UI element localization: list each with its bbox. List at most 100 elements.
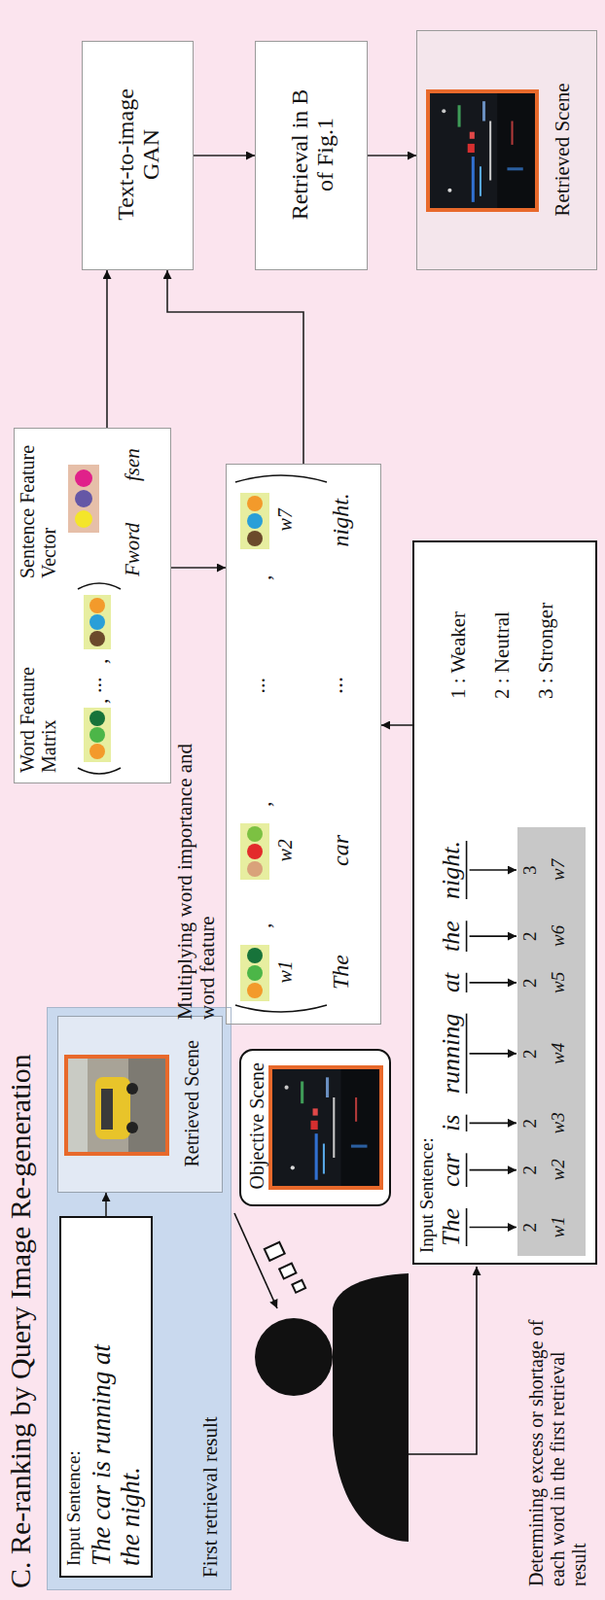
sentence-vector — [68, 464, 100, 534]
word-arrow — [469, 1170, 517, 1173]
person-silhouette — [254, 1274, 409, 1543]
box-fill — [57, 1016, 223, 1194]
node-text: running — [437, 1014, 466, 1095]
importance-value: 2 — [520, 932, 541, 943]
leader-arrow — [408, 1267, 477, 1456]
feature-box: Word Feature Matrix,..., Fword Sentence Fe… — [13, 427, 172, 784]
scene-photo — [427, 91, 537, 211]
word-arrow — [469, 1123, 517, 1126]
flow-arrow — [106, 270, 108, 428]
word-arrow — [469, 1053, 517, 1056]
result-panel: First retrieval result Input Sentence:The… — [46, 1007, 232, 1592]
importance-value: 2 — [520, 979, 541, 990]
importance-value: w6 — [548, 925, 570, 948]
importance-value: w1 — [548, 1216, 570, 1239]
box-fill — [412, 540, 598, 1266]
node-text: 1 : Weaker — [447, 611, 470, 700]
note-text: Determining excess or shortage of each w… — [525, 1319, 590, 1588]
node-text: , — [251, 924, 276, 930]
node-text: the — [437, 921, 466, 953]
importance-value: 2 — [520, 1223, 541, 1234]
figure-title: C. Re-ranking by Query Image Re-generati… — [3, 1054, 36, 1590]
word-underline — [465, 1014, 468, 1095]
node-text: , — [251, 802, 276, 809]
node-text: ... — [321, 676, 348, 695]
node-text: 2 : Neutral — [491, 611, 514, 700]
node-text: 3 : Stronger — [534, 603, 558, 700]
sentence-box: Input Sentence:The car is running at the… — [59, 1216, 153, 1579]
node-text: night. — [437, 841, 466, 900]
word-arrow — [469, 869, 517, 872]
flow-arrow — [193, 154, 255, 157]
node-text: night. — [327, 493, 354, 547]
box-fill — [46, 1007, 232, 1592]
box-fill — [254, 40, 368, 271]
objective-box: Objective Scene — [239, 1049, 392, 1208]
node-text: , — [88, 659, 112, 666]
word-underline — [465, 841, 468, 900]
process-box: Retrieval in B of Fig.1 — [254, 40, 368, 271]
node-text: Input Sentence: — [417, 1138, 438, 1254]
node-text: The car is running at the night. — [87, 1333, 145, 1567]
word-underline — [465, 1209, 468, 1247]
importance-box: Input Sentence:The car is running at the night… — [412, 540, 598, 1266]
process-box: Text-to-image GAN — [81, 40, 194, 271]
node-text: , — [88, 699, 112, 706]
node-text: Fword — [121, 523, 144, 577]
importance-value: w4 — [548, 1043, 570, 1066]
flow-arrow — [381, 724, 413, 727]
flow-arrow — [105, 1193, 107, 1217]
importance-value: w5 — [548, 972, 570, 995]
importance-value: w7 — [548, 859, 570, 882]
node-text: Retrieved Scene — [551, 82, 574, 216]
word-underline — [465, 921, 468, 953]
importance-band: 2222223w1w2w3w4w5w6w7 — [517, 827, 586, 1257]
node-text: w2 — [274, 839, 296, 862]
node-text: car — [437, 1153, 466, 1188]
scene-photo — [270, 1067, 382, 1189]
flow-arrow — [167, 270, 304, 464]
node-text: fsen — [121, 448, 144, 482]
scene-box: Retrieved Scene — [416, 30, 598, 271]
node-text: First retrieval result — [199, 1417, 222, 1579]
flow-arrow — [171, 567, 226, 570]
box-fill — [59, 1216, 153, 1579]
node-text: Multiplying word importance and word fea… — [174, 743, 219, 1021]
importance-value: 3 — [520, 866, 541, 877]
node-text: Retrieval in B of Fig.1 — [286, 76, 339, 233]
node-text: Text-to-image GAN — [112, 76, 165, 233]
importance-value: 2 — [520, 1166, 541, 1176]
node-text: car — [327, 835, 354, 867]
weighted-matrix — [235, 475, 327, 1013]
box-fill — [239, 1049, 392, 1208]
node-text: w1 — [274, 960, 296, 984]
node-text: The — [327, 955, 354, 991]
node-text: Input Sentence: — [64, 1451, 85, 1567]
box-fill — [225, 463, 382, 1026]
multiply-box: Multiplying word importance and word fea… — [225, 463, 382, 1026]
word-arrow — [469, 982, 517, 985]
box-fill — [517, 827, 586, 1257]
scene-box: Retrieved Scene — [57, 1016, 223, 1194]
word-arrow — [469, 1227, 517, 1230]
node-text: at — [437, 973, 466, 994]
word-underline — [465, 973, 468, 994]
node-text: , — [251, 575, 276, 582]
importance-value: w3 — [548, 1112, 570, 1135]
scene-photo — [66, 1057, 168, 1155]
feature-matrix — [77, 583, 121, 775]
importance-value: w2 — [548, 1159, 570, 1181]
box-fill — [416, 30, 598, 271]
word-underline — [465, 1153, 468, 1188]
importance-value: 2 — [520, 1050, 541, 1061]
node-text: ... — [82, 677, 107, 695]
node-text: The — [437, 1209, 466, 1247]
node-text: Word Feature Matrix — [16, 641, 60, 774]
node-text: Sentence Feature Vector — [16, 442, 60, 579]
word-underline — [465, 1115, 468, 1133]
node-text: Retrieved Scene — [180, 1040, 203, 1169]
leader-arrow — [234, 1213, 278, 1310]
word-arrow — [469, 935, 517, 938]
node-text: ... — [246, 677, 270, 695]
node-text: is — [437, 1115, 466, 1133]
